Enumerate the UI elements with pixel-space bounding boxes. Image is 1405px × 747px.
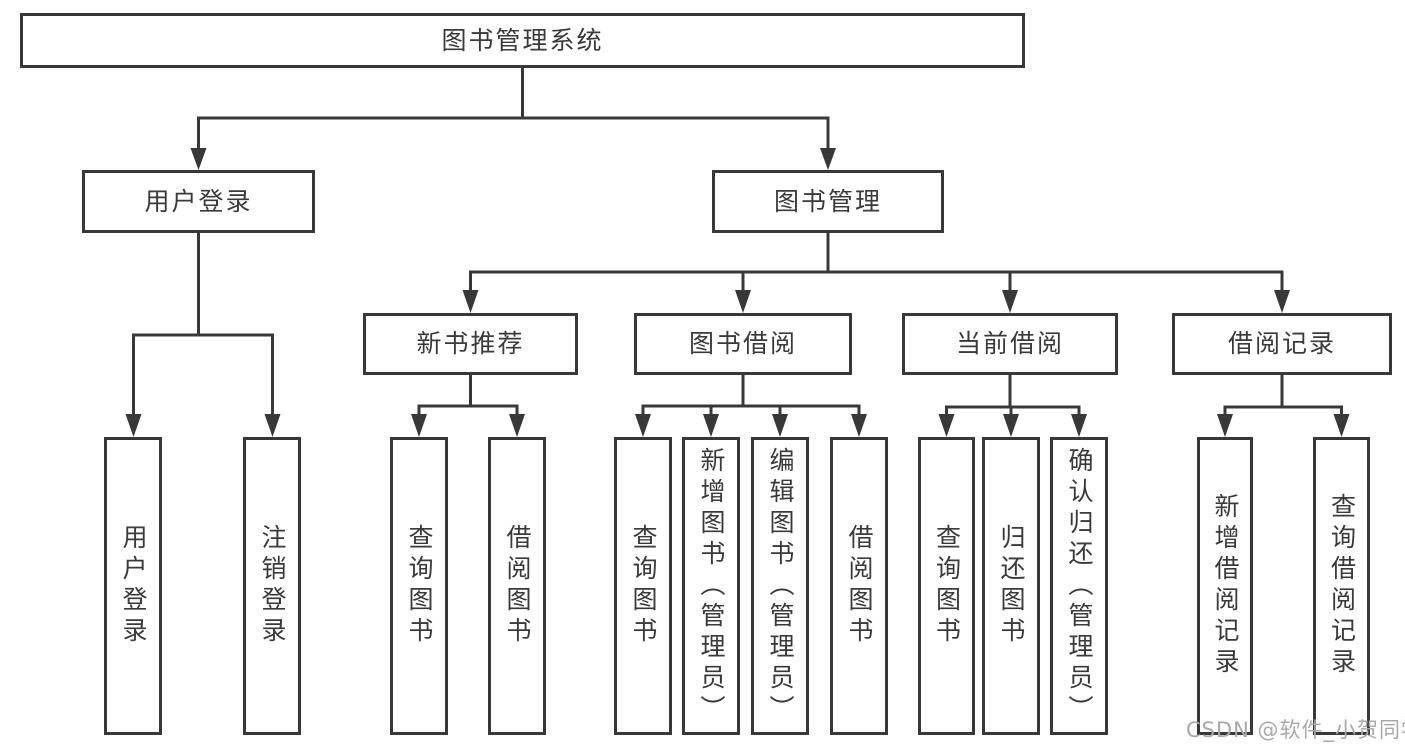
leaf-borrow-books: 借阅图书 xyxy=(830,437,888,735)
leaf-query-books-current: 查询图书 xyxy=(918,437,975,735)
watermark: CSDN @软件_小贺同学 xyxy=(1186,718,1405,742)
leaf-edit-book-admin: 编辑图书（管理员） xyxy=(751,437,809,735)
leaf-add-borrow-record: 新增借阅记录 xyxy=(1197,437,1253,735)
leaf-confirm-return-admin: 确认归还（管理员） xyxy=(1050,437,1108,735)
node-user-login-group: 用户登录 xyxy=(82,170,315,233)
leaf-return-book: 归还图书 xyxy=(982,437,1040,735)
node-new-book-recommend: 新书推荐 xyxy=(363,313,578,375)
node-borrow-records: 借阅记录 xyxy=(1172,313,1392,375)
leaf-borrow-books-recommend: 借阅图书 xyxy=(488,437,546,735)
leaf-query-borrow-record: 查询借阅记录 xyxy=(1313,437,1370,735)
leaf-logout: 注销登录 xyxy=(243,437,301,735)
leaf-query-books-recommend: 查询图书 xyxy=(390,437,448,735)
node-book-borrow: 图书借阅 xyxy=(634,313,852,375)
leaf-user-login: 用户登录 xyxy=(104,437,162,735)
leaf-add-book-admin: 新增图书（管理员） xyxy=(682,437,740,735)
node-book-management: 图书管理 xyxy=(712,170,944,233)
node-root: 图书管理系统 xyxy=(20,13,1025,68)
node-current-borrow: 当前借阅 xyxy=(902,313,1118,375)
leaf-query-books-borrow: 查询图书 xyxy=(614,437,672,735)
